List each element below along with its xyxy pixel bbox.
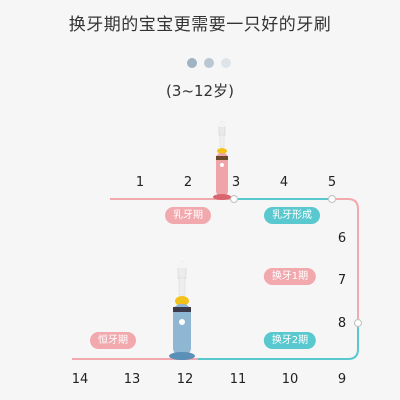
timeline-number-1: 1 [135, 175, 145, 190]
tag-changing-teeth-1: 换牙1期 [263, 268, 317, 285]
timeline-number-13: 13 [123, 372, 141, 387]
tag-baby-teeth-period: 乳牙期 [165, 207, 211, 224]
pink-toothbrush-image [213, 121, 231, 200]
timeline-number-9: 9 [337, 372, 347, 387]
age-range: (3~12岁) [166, 82, 234, 100]
timeline-number-8: 8 [337, 316, 347, 331]
timeline-number-3: 3 [231, 175, 241, 190]
timeline-pink-right [332, 198, 359, 323]
timeline-number-5: 5 [327, 175, 337, 190]
timeline-node-3 [229, 194, 239, 204]
timeline-teal-bottom-right [198, 323, 359, 360]
timeline-number-12: 12 [176, 372, 194, 387]
page-title: 换牙期的宝宝更需要一只好的牙刷 [68, 15, 332, 35]
tag-baby-teeth-forming: 乳牙形成 [264, 207, 320, 224]
timeline-number-7: 7 [337, 273, 347, 288]
timeline-number-4: 4 [279, 175, 289, 190]
timeline-node-5 [327, 194, 337, 204]
timeline-number-10: 10 [281, 372, 299, 387]
timeline-node-8 [353, 318, 363, 328]
tag-changing-teeth-2: 换牙2期 [263, 332, 317, 349]
carousel-indicator [0, 58, 400, 70]
tag-permanent-teeth: 恒牙期 [90, 332, 136, 349]
timeline-number-11: 11 [229, 372, 247, 387]
carousel-dot-1[interactable] [187, 58, 197, 68]
timeline-number-2: 2 [183, 175, 193, 190]
carousel-dot-2[interactable] [204, 58, 214, 68]
timeline-number-6: 6 [337, 231, 347, 246]
blue-toothbrush-image [169, 261, 195, 360]
timeline-number-14: 14 [71, 372, 89, 387]
carousel-dot-3[interactable] [221, 58, 231, 68]
